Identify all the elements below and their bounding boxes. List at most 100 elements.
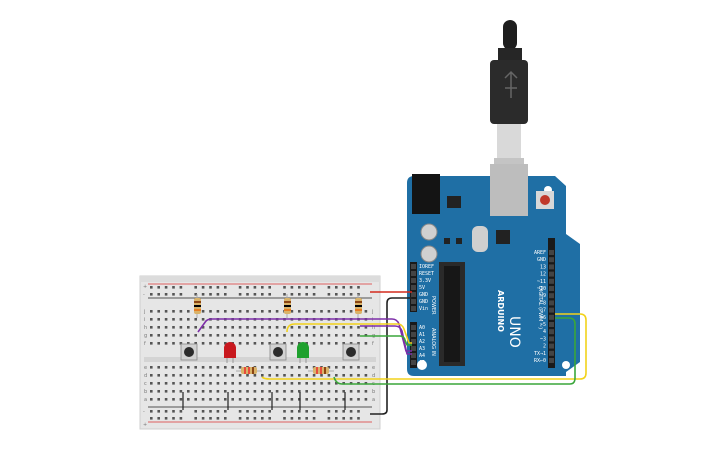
rail-bottom-plus-hole[interactable] xyxy=(305,417,308,420)
digital-pin[interactable] xyxy=(549,257,554,263)
terminal-bottom-hole[interactable] xyxy=(231,366,234,369)
terminal-top-hole[interactable] xyxy=(194,318,197,321)
rail-top-plus-hole[interactable] xyxy=(261,286,264,289)
terminal-top-hole[interactable] xyxy=(216,326,220,329)
rail-top-plus-hole[interactable] xyxy=(335,286,338,289)
rail-bottom-minus-hole[interactable] xyxy=(157,410,160,413)
rail-top-minus-hole[interactable] xyxy=(238,293,242,296)
terminal-bottom-hole[interactable] xyxy=(209,374,212,377)
terminal-bottom-hole[interactable] xyxy=(327,374,331,377)
terminal-bottom-hole[interactable] xyxy=(172,374,175,377)
terminal-bottom-hole[interactable] xyxy=(349,366,353,369)
terminal-top-hole[interactable] xyxy=(164,326,168,329)
terminal-top-hole[interactable] xyxy=(179,342,183,345)
terminal-bottom-hole[interactable] xyxy=(224,382,227,385)
power-pin[interactable] xyxy=(411,271,416,276)
terminal-bottom-hole[interactable] xyxy=(231,374,234,377)
rail-top-minus-hole[interactable] xyxy=(209,293,212,296)
rail-top-minus-hole[interactable] xyxy=(283,293,286,296)
terminal-top-hole[interactable] xyxy=(312,334,316,337)
terminal-bottom-hole[interactable] xyxy=(172,382,175,385)
terminal-bottom-hole[interactable] xyxy=(246,390,249,393)
terminal-top-hole[interactable] xyxy=(357,342,360,345)
terminal-bottom-hole[interactable] xyxy=(150,398,153,401)
terminal-bottom-hole[interactable] xyxy=(298,374,301,377)
terminal-top-hole[interactable] xyxy=(253,342,257,345)
terminal-bottom-hole[interactable] xyxy=(150,382,153,385)
rail-bottom-minus-hole[interactable] xyxy=(357,410,360,413)
terminal-top-hole[interactable] xyxy=(268,342,271,345)
rail-bottom-plus-hole[interactable] xyxy=(327,417,331,420)
rail-top-minus-hole[interactable] xyxy=(261,293,264,296)
terminal-bottom-hole[interactable] xyxy=(150,366,153,369)
terminal-bottom-hole[interactable] xyxy=(224,374,227,377)
terminal-top-hole[interactable] xyxy=(275,326,279,329)
terminal-top-hole[interactable] xyxy=(261,326,264,329)
terminal-bottom-hole[interactable] xyxy=(275,398,279,401)
rail-bottom-plus-hole[interactable] xyxy=(201,417,205,420)
terminal-bottom-hole[interactable] xyxy=(164,374,168,377)
digital-pin[interactable] xyxy=(549,329,554,335)
analog-pin[interactable] xyxy=(411,346,416,351)
terminal-top-hole[interactable] xyxy=(224,326,227,329)
terminal-top-hole[interactable] xyxy=(312,342,316,345)
terminal-top-hole[interactable] xyxy=(209,326,212,329)
terminal-bottom-hole[interactable] xyxy=(164,366,168,369)
terminal-top-hole[interactable] xyxy=(335,334,338,337)
reset-button[interactable] xyxy=(536,191,554,209)
rail-top-plus-hole[interactable] xyxy=(327,286,331,289)
terminal-bottom-hole[interactable] xyxy=(187,398,190,401)
terminal-top-hole[interactable] xyxy=(238,310,242,313)
terminal-top-hole[interactable] xyxy=(231,326,234,329)
terminal-bottom-hole[interactable] xyxy=(298,382,301,385)
rail-top-plus-hole[interactable] xyxy=(246,286,249,289)
terminal-top-hole[interactable] xyxy=(283,326,286,329)
terminal-top-hole[interactable] xyxy=(238,326,242,329)
terminal-top-hole[interactable] xyxy=(253,310,257,313)
rail-top-plus-hole[interactable] xyxy=(283,286,286,289)
terminal-bottom-hole[interactable] xyxy=(157,390,160,393)
terminal-top-hole[interactable] xyxy=(164,318,168,321)
terminal-top-hole[interactable] xyxy=(201,318,205,321)
digital-pin[interactable] xyxy=(549,307,554,313)
rail-bottom-minus-hole[interactable] xyxy=(283,410,286,413)
terminal-top-hole[interactable] xyxy=(268,310,271,313)
terminal-top-hole[interactable] xyxy=(164,334,168,337)
rail-top-plus-hole[interactable] xyxy=(298,286,301,289)
power-pin[interactable] xyxy=(411,285,416,290)
terminal-bottom-hole[interactable] xyxy=(275,390,279,393)
power-pin[interactable] xyxy=(411,292,416,297)
terminal-top-hole[interactable] xyxy=(201,342,205,345)
rail-top-minus-hole[interactable] xyxy=(342,293,345,296)
terminal-bottom-hole[interactable] xyxy=(157,366,160,369)
terminal-top-hole[interactable] xyxy=(320,342,323,345)
terminal-bottom-hole[interactable] xyxy=(261,398,264,401)
terminal-bottom-hole[interactable] xyxy=(231,390,234,393)
terminal-top-hole[interactable] xyxy=(201,326,205,329)
rail-bottom-minus-hole[interactable] xyxy=(342,410,345,413)
terminal-bottom-hole[interactable] xyxy=(320,382,323,385)
terminal-bottom-hole[interactable] xyxy=(253,390,257,393)
terminal-bottom-hole[interactable] xyxy=(320,398,323,401)
rail-top-plus-hole[interactable] xyxy=(238,286,242,289)
terminal-top-hole[interactable] xyxy=(335,326,338,329)
terminal-top-hole[interactable] xyxy=(305,310,308,313)
terminal-bottom-hole[interactable] xyxy=(201,374,205,377)
terminal-top-hole[interactable] xyxy=(209,342,212,345)
digital-pin[interactable] xyxy=(549,293,554,299)
rail-top-minus-hole[interactable] xyxy=(216,293,220,296)
terminal-bottom-hole[interactable] xyxy=(253,398,257,401)
terminal-bottom-hole[interactable] xyxy=(172,390,175,393)
rail-bottom-minus-hole[interactable] xyxy=(224,410,227,413)
terminal-top-hole[interactable] xyxy=(194,342,197,345)
terminal-top-hole[interactable] xyxy=(312,310,316,313)
terminal-bottom-hole[interactable] xyxy=(172,366,175,369)
digital-pin[interactable] xyxy=(549,278,554,284)
terminal-bottom-hole[interactable] xyxy=(209,398,212,401)
terminal-bottom-hole[interactable] xyxy=(283,374,286,377)
terminal-bottom-hole[interactable] xyxy=(268,382,271,385)
rail-bottom-plus-hole[interactable] xyxy=(261,417,264,420)
terminal-top-hole[interactable] xyxy=(246,326,249,329)
terminal-top-hole[interactable] xyxy=(246,310,249,313)
terminal-top-hole[interactable] xyxy=(290,342,294,345)
